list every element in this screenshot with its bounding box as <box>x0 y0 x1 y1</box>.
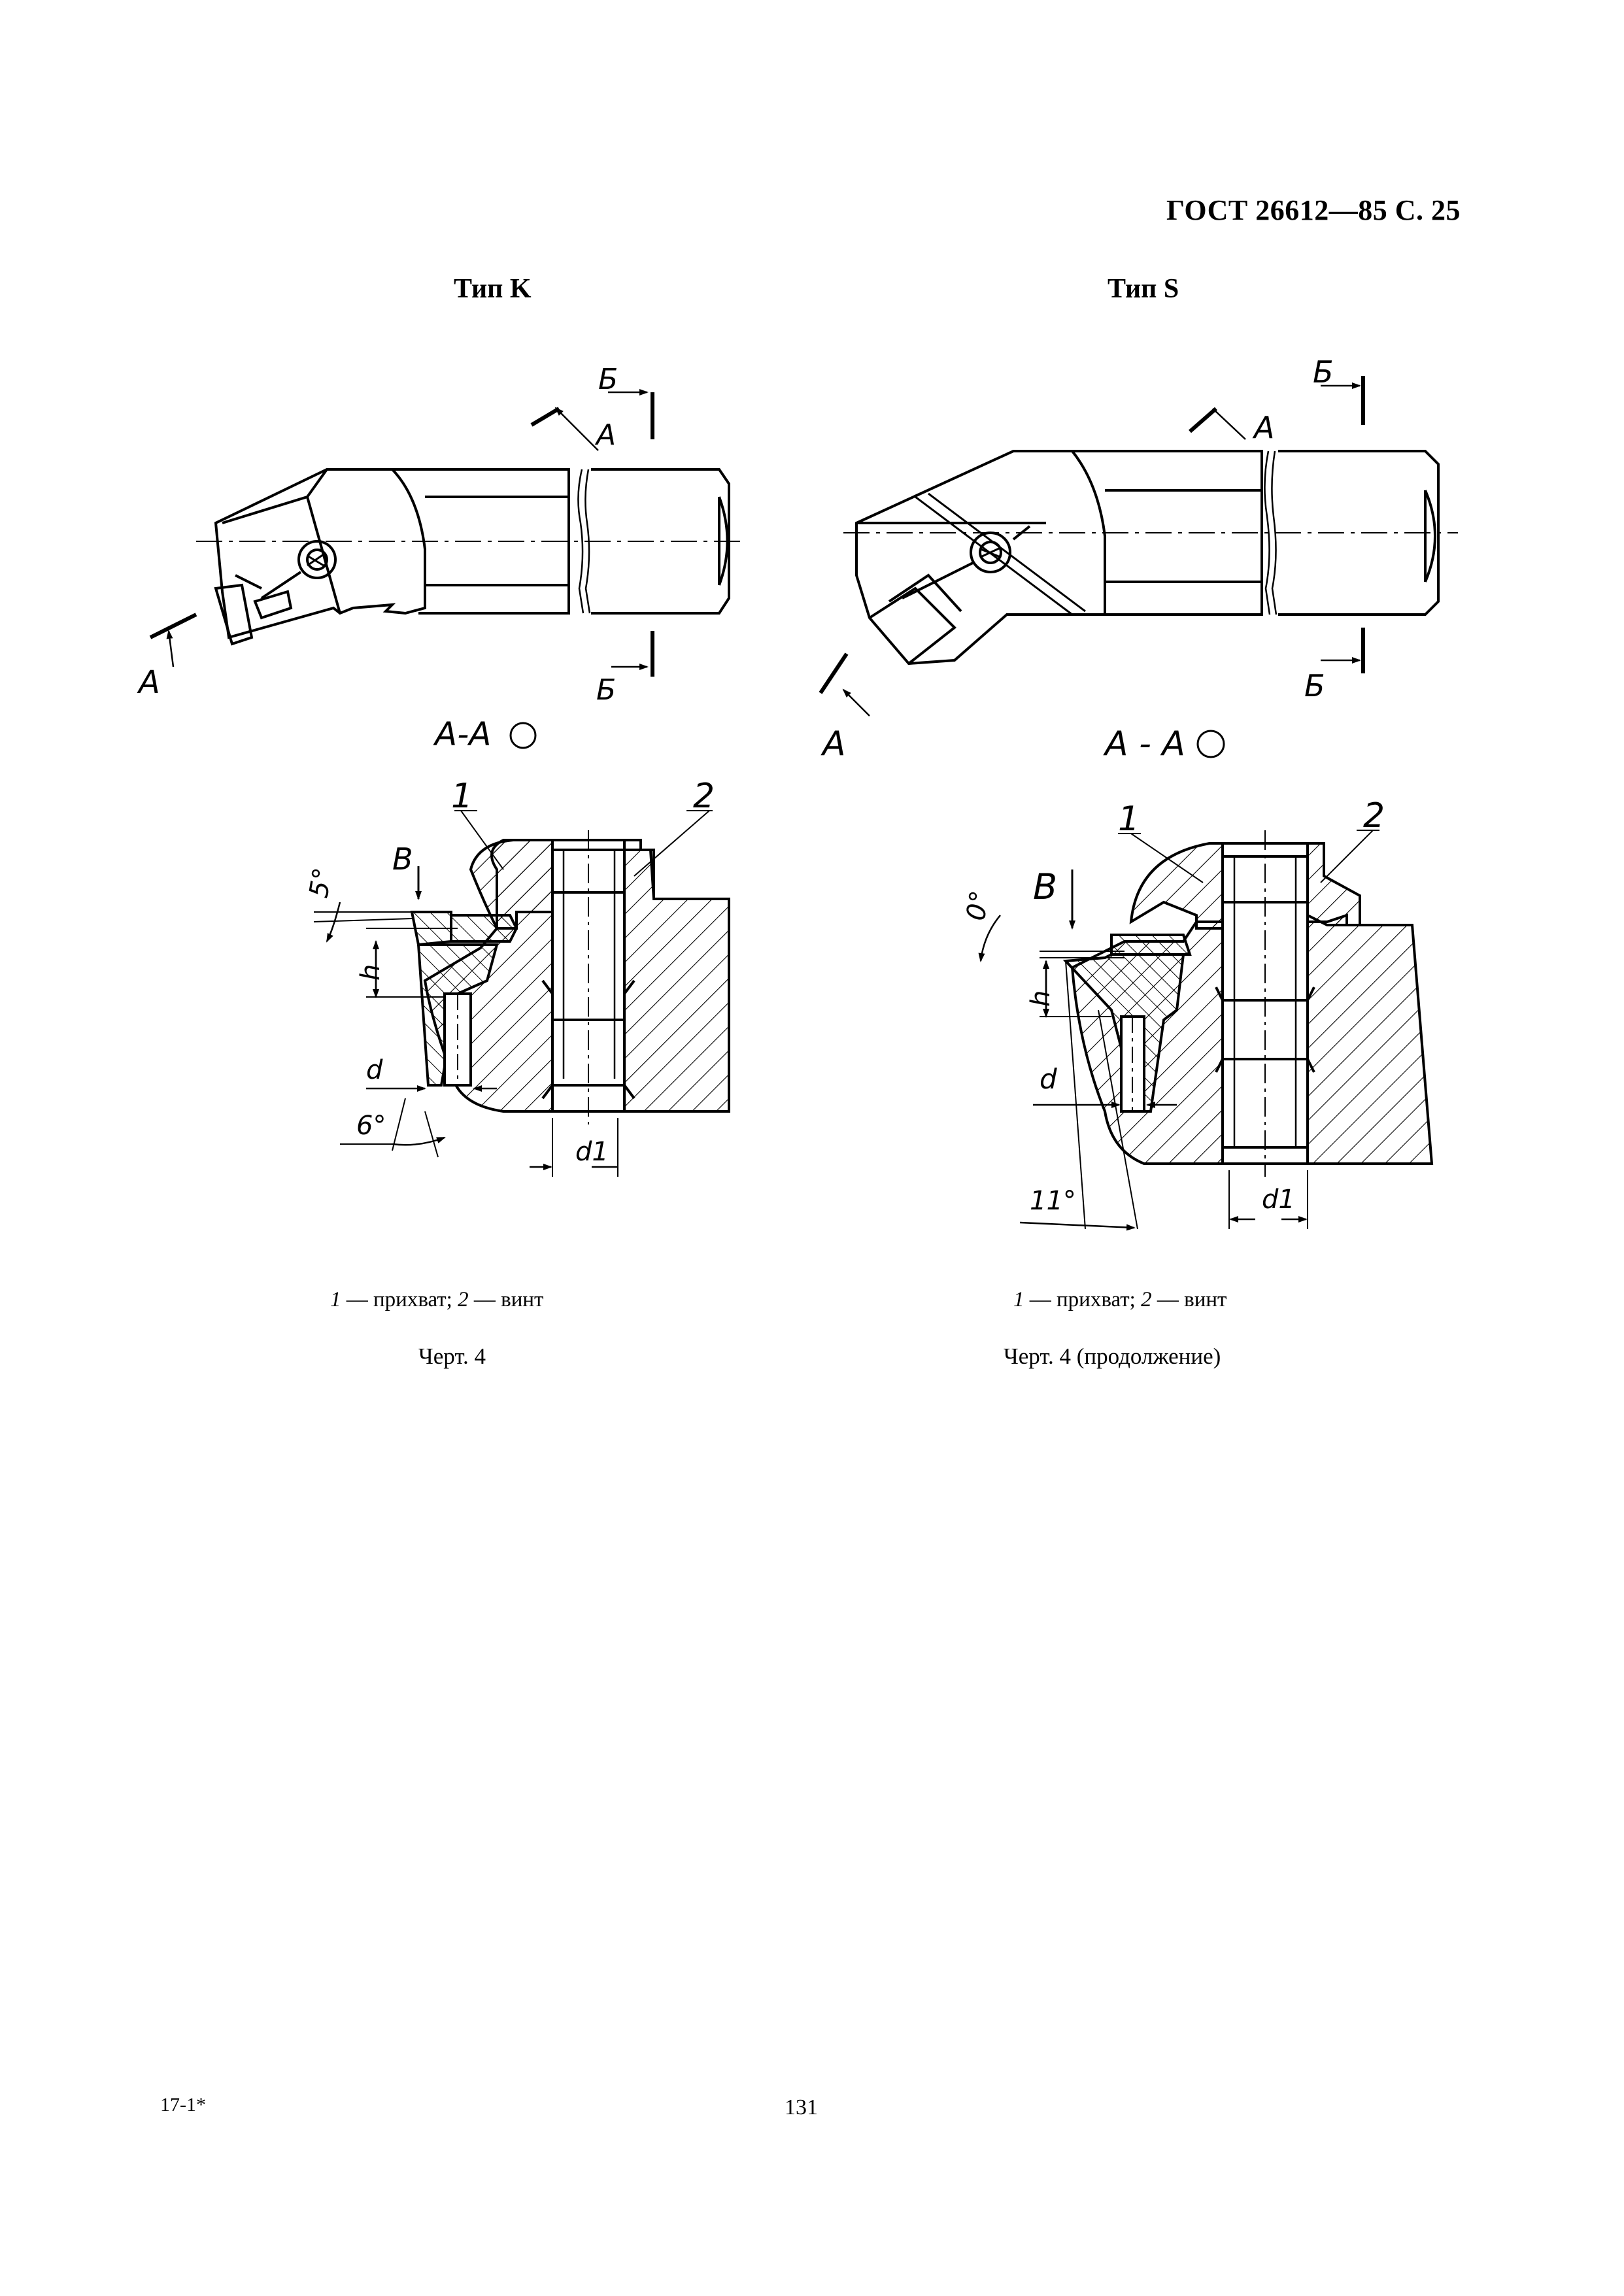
right-legend-text-2: — винт <box>1151 1288 1227 1311</box>
right-figure-caption: Черт. 4 (продолжение) <box>1004 1343 1221 1369</box>
right-rotation-circle-icon <box>1196 730 1225 758</box>
right-dim-d1-label: d1 <box>1262 1185 1295 1215</box>
left-view-b-label: В <box>392 841 413 877</box>
right-legend-num-2: 2 <box>1141 1288 1152 1311</box>
right-dim-h-label: h <box>1026 990 1056 1007</box>
left-cut-b-label-top: Б <box>598 363 618 396</box>
right-dim-d-label: d <box>1040 1063 1057 1095</box>
left-section-label: А-А <box>433 715 491 753</box>
left-legend-num-2: 2 <box>458 1288 469 1311</box>
left-angle-bottom-label: 6° <box>356 1111 386 1141</box>
right-legend: 1 — прихват; 2 — винт <box>1013 1288 1226 1312</box>
right-cut-b-label-bottom: Б <box>1304 668 1325 703</box>
right-cut-a-label-top: А <box>1252 410 1274 445</box>
left-part-1-label: 1 <box>451 777 473 816</box>
right-angle-bottom-label: 11° <box>1030 1186 1076 1216</box>
right-legend-text-1: — прихват; <box>1024 1288 1142 1311</box>
right-tool-holder-view <box>819 376 1458 717</box>
right-view-b-label: В <box>1033 866 1057 907</box>
document-header: ГОСТ 26612—85 С. 25 <box>1166 194 1461 226</box>
right-cut-a-label-bottom: А <box>820 724 846 764</box>
right-section-label: А - А <box>1103 724 1185 764</box>
right-angle-top-label: 0° <box>961 888 996 923</box>
left-legend-text-1: — прихват; <box>341 1288 458 1311</box>
left-angle-top-label: 5° <box>304 866 339 900</box>
left-legend-num-1: 1 <box>330 1288 341 1311</box>
left-tool-holder-view <box>149 389 745 677</box>
left-dim-h-label: h <box>356 964 386 981</box>
left-cut-a-label-bottom: А <box>137 664 160 701</box>
right-legend-num-1: 1 <box>1013 1288 1024 1311</box>
left-dim-d-label: d <box>366 1055 383 1085</box>
left-cut-b-label-bottom: Б <box>596 673 616 707</box>
left-rotation-circle-icon <box>509 722 537 749</box>
right-figure-title: Тип S <box>1108 274 1179 304</box>
left-legend-text-2: — винт <box>468 1288 544 1311</box>
right-cut-b-label-top: Б <box>1313 354 1334 390</box>
left-figure-title: Тип K <box>454 274 532 304</box>
page-number: 131 <box>785 2095 818 2119</box>
left-part-2-label: 2 <box>693 777 715 816</box>
left-section-view <box>313 810 730 1177</box>
left-cut-a-label-top: А <box>594 418 616 452</box>
sheet-mark: 17-1* <box>160 2094 206 2116</box>
left-dim-d1-label: d1 <box>575 1137 609 1167</box>
right-part-2-label: 2 <box>1363 796 1385 836</box>
right-part-1-label: 1 <box>1118 800 1140 839</box>
left-figure-caption: Черт. 4 <box>418 1343 486 1369</box>
left-legend: 1 — прихват; 2 — винт <box>330 1288 543 1312</box>
right-section-view <box>978 830 1434 1231</box>
